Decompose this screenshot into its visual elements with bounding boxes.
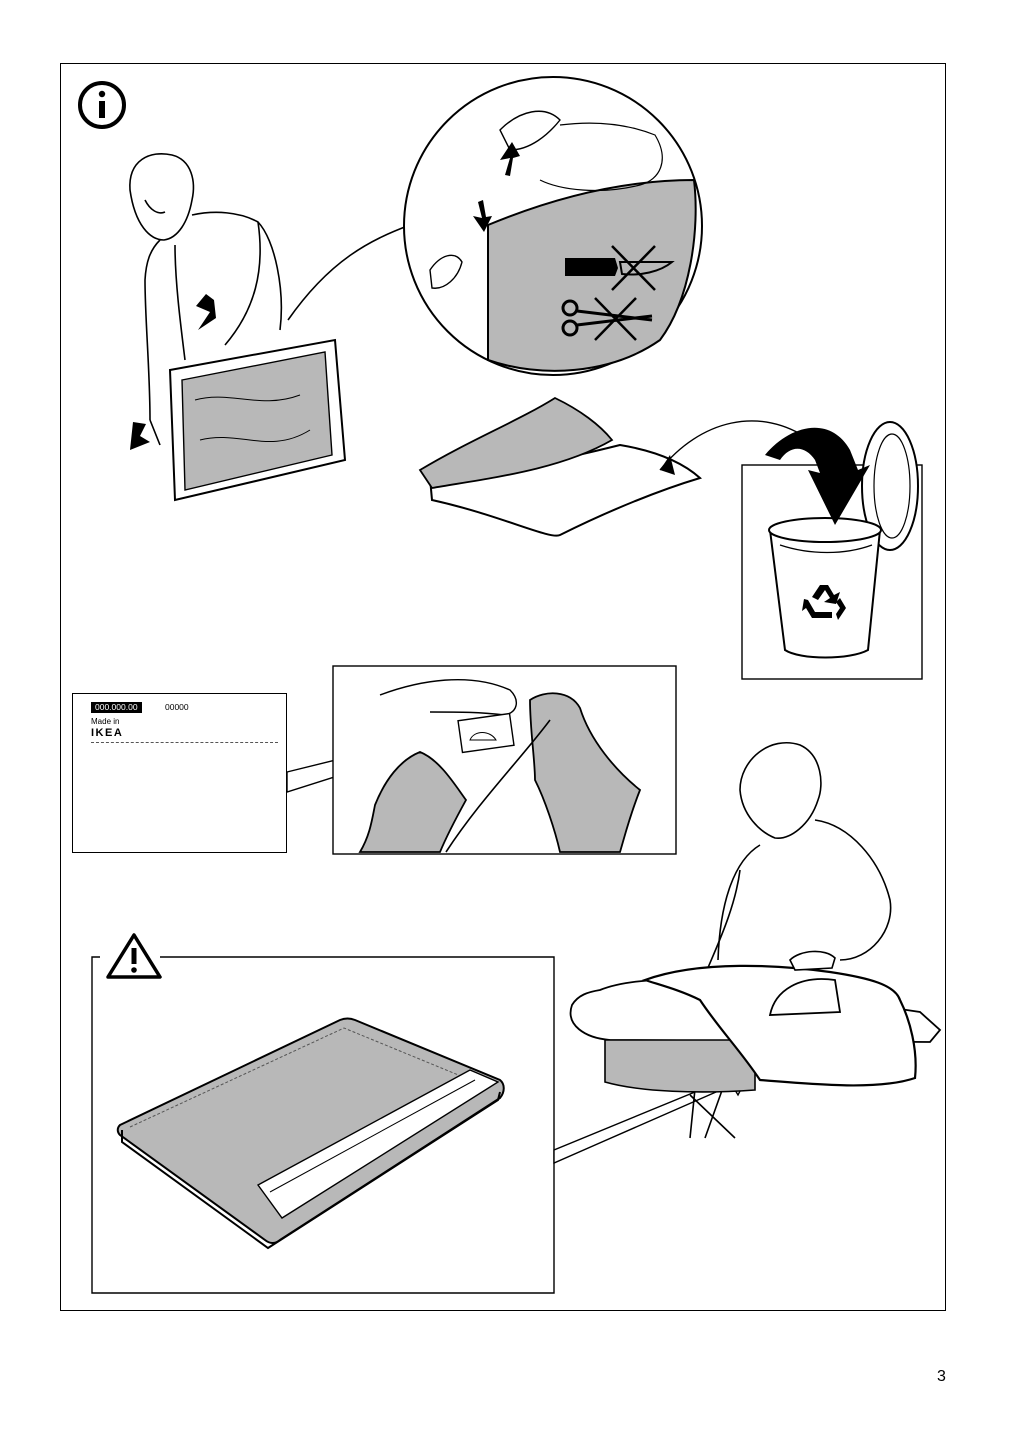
no-knife-icon xyxy=(565,245,675,291)
person-removing-bag xyxy=(129,153,283,446)
zoom-detail-circle xyxy=(403,76,703,376)
cushion-cover-opening xyxy=(116,1017,505,1250)
folded-bag-empty xyxy=(418,396,702,537)
arrow-to-bin xyxy=(659,420,811,471)
info-icon xyxy=(78,81,126,129)
iron-icon xyxy=(768,950,842,1016)
page-number: 3 xyxy=(937,1368,946,1385)
label-divider xyxy=(91,742,278,743)
arrow-down-icon xyxy=(765,427,870,525)
instruction-frame xyxy=(60,63,946,1311)
cover-with-label xyxy=(358,678,642,853)
arrow-up-icon xyxy=(196,294,216,330)
arrow-up-icon xyxy=(500,142,520,176)
recycle-bin xyxy=(768,421,919,659)
care-label: 000.000.00 00000 Made in IKEA xyxy=(72,693,287,853)
warning-panel xyxy=(91,956,555,1294)
arrow-down-icon xyxy=(130,422,150,450)
arrow-down-icon xyxy=(473,200,492,232)
bag-held xyxy=(168,338,347,502)
warning-icon xyxy=(106,933,162,979)
made-in-text: Made in xyxy=(91,717,120,726)
supplier-number: 00000 xyxy=(165,702,189,712)
person-ironing xyxy=(704,742,892,976)
recycle-icon xyxy=(802,585,846,620)
no-scissors-icon xyxy=(561,297,653,341)
article-code: 000.000.00 xyxy=(91,702,142,713)
zoom-pointer xyxy=(287,224,411,321)
brand-logo: IKEA xyxy=(91,727,124,739)
